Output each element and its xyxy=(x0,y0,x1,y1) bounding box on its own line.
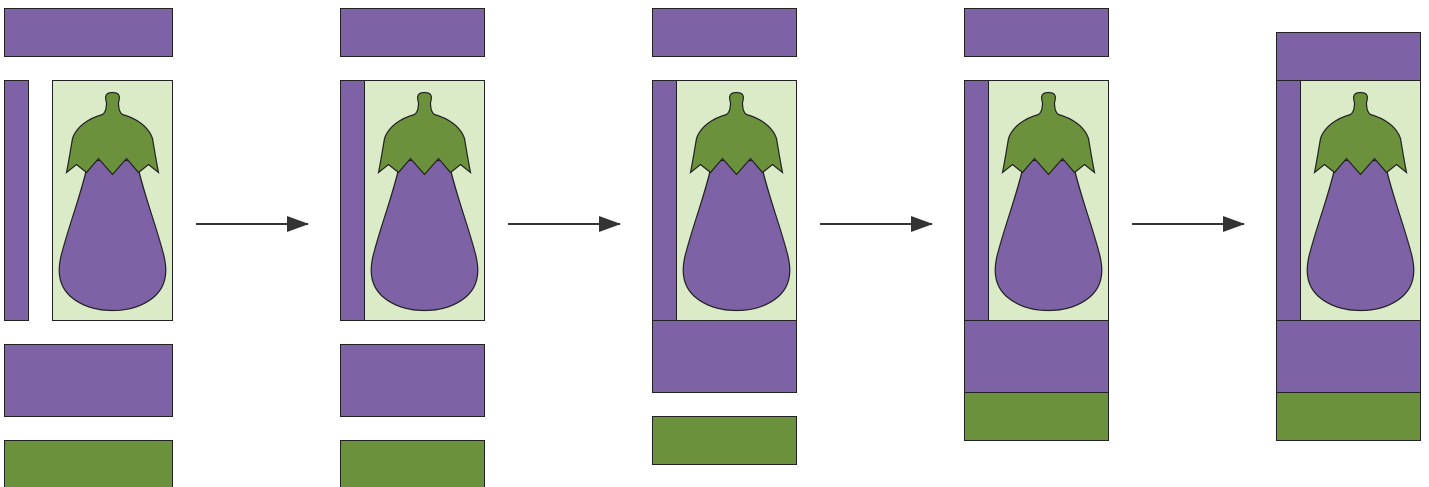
bottom-green-strip xyxy=(340,440,485,487)
bottom-green-strip xyxy=(964,392,1109,441)
left-side-strip xyxy=(652,80,677,321)
top-strip xyxy=(964,8,1109,57)
step-4 xyxy=(964,8,1109,441)
top-strip xyxy=(340,8,485,57)
bottom-green-strip xyxy=(4,440,173,487)
step-1 xyxy=(4,8,173,487)
bottom-purple-strip xyxy=(652,320,797,393)
bottom-purple-strip xyxy=(1276,320,1421,393)
top-strip xyxy=(1276,32,1421,81)
left-side-strip xyxy=(1276,80,1301,321)
top-strip xyxy=(652,8,797,57)
left-side-strip xyxy=(4,80,29,321)
bottom-purple-strip xyxy=(340,344,485,417)
step-5 xyxy=(1276,32,1421,441)
bottom-purple-strip xyxy=(964,320,1109,393)
step-3 xyxy=(652,8,797,465)
top-strip xyxy=(4,8,173,57)
bottom-green-strip xyxy=(652,416,797,465)
left-side-strip xyxy=(964,80,989,321)
bottom-green-strip xyxy=(1276,392,1421,441)
bottom-purple-strip xyxy=(4,344,173,417)
step-2 xyxy=(340,8,485,487)
left-side-strip xyxy=(340,80,365,321)
